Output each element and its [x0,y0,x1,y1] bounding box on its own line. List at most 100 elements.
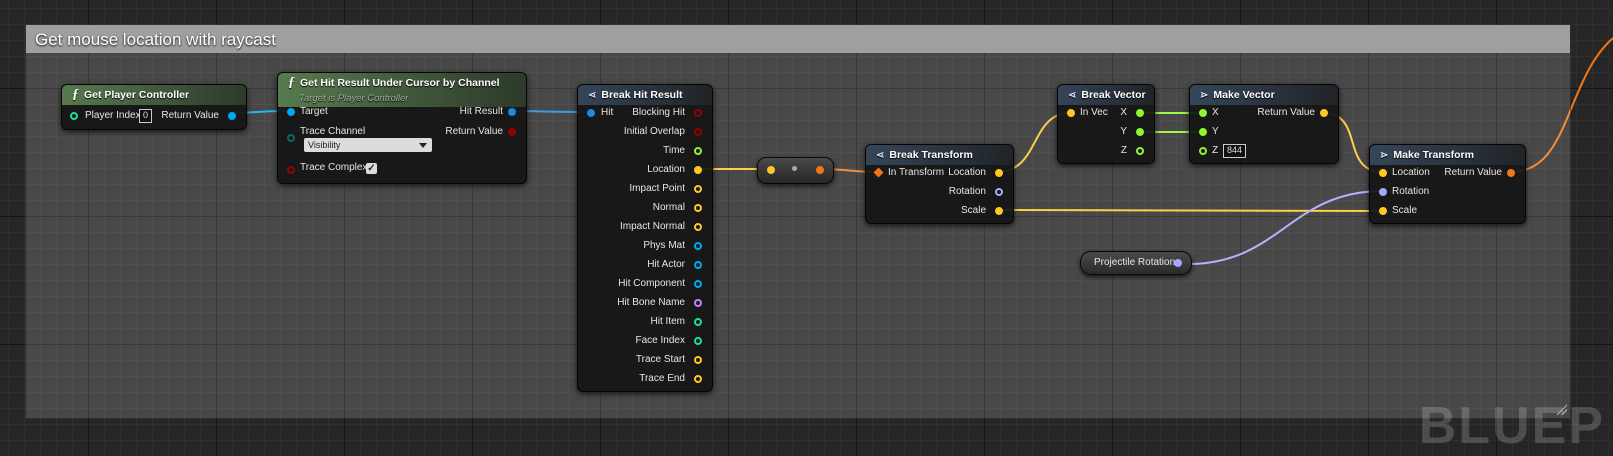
y-input-pin[interactable] [1199,128,1207,136]
initial-overlap-label: Initial Overlap [623,126,685,137]
player-index-input[interactable]: 0 [139,109,153,123]
rotation-input-pin[interactable] [1379,188,1387,196]
trace-start-label: Trace Start [635,354,685,365]
target-pin[interactable] [287,108,295,116]
break-struct-icon: ⋖ [588,90,597,101]
return-value-pin[interactable] [508,128,516,136]
trace-end-pin[interactable] [694,375,702,383]
phys-mat-label: Phys Mat [643,240,685,251]
y-pin[interactable] [1136,128,1144,136]
scale-input-pin[interactable] [1379,207,1387,215]
trace-channel-label: Trace Channel [300,126,366,137]
trace-end-label: Trace End [639,373,685,384]
in-vec-label: In Vec [1080,107,1108,118]
node-break-vector[interactable]: ⋖Break Vector In Vec X Y Z [1057,84,1155,164]
hit-result-label: Hit Result [459,106,503,117]
function-icon: ƒ [72,87,79,102]
x-input-label: X [1212,107,1219,118]
hit-result-pin[interactable] [508,108,516,116]
variable-label: Projectile Rotation [1094,257,1176,268]
hit-item-pin[interactable] [694,318,702,326]
return-value-label: Return Value [445,126,503,137]
rotation-pin[interactable] [995,188,1003,196]
x-label: X [1120,107,1127,118]
trace-start-pin[interactable] [694,356,702,364]
node-title: Break Vector [1081,89,1146,101]
location-pin[interactable] [694,166,702,174]
z-pin[interactable] [1136,147,1144,155]
in-vec-pin[interactable] [1067,109,1075,117]
face-index-label: Face Index [635,335,685,346]
normal-label: Normal [652,202,685,213]
return-value-label: Return Value [1257,107,1315,118]
y-input-label: Y [1212,126,1219,137]
z-input-label: Z [1212,145,1219,156]
face-index-pin[interactable] [694,337,702,345]
impact-normal-pin[interactable] [694,223,702,231]
time-pin[interactable] [694,147,702,155]
location-pin[interactable] [995,169,1003,177]
impact-point-pin[interactable] [694,185,702,193]
return-value-pin[interactable] [1507,169,1515,177]
location-input-pin[interactable] [1379,169,1387,177]
return-value-pin[interactable] [228,112,236,120]
trace-complex-label: Trace Complex [300,162,368,173]
return-value-pin[interactable] [1320,109,1328,117]
reroute-output-pin[interactable] [816,166,824,174]
scale-pin[interactable] [995,207,1003,215]
blocking-hit-label: Blocking Hit [632,107,685,118]
wire-scale [996,209,1384,212]
hit-bone-name-pin[interactable] [694,299,702,307]
node-header: ⋖Break Vector [1058,85,1154,105]
return-value-label: Return Value [1444,167,1502,178]
location-label: Location [948,167,986,178]
x-input-pin[interactable] [1199,109,1207,117]
trace-complex-checkbox[interactable]: ✓ [366,163,377,174]
x-pin[interactable] [1136,109,1144,117]
initial-overlap-pin[interactable] [694,128,702,136]
hit-component-pin[interactable] [694,280,702,288]
trace-channel-value: Visibility [308,140,341,150]
node-title: Get Player Controller [84,89,190,101]
trace-channel-dropdown[interactable]: Visibility [304,138,432,152]
break-struct-icon: ⋖ [876,150,885,161]
node-make-vector[interactable]: ⋗Make Vector X Return Value Y Z 844 [1189,84,1339,164]
comment-title[interactable]: Get mouse location with raycast [26,25,1570,53]
trace-complex-pin[interactable] [287,166,295,174]
hit-actor-label: Hit Actor [647,259,685,270]
projectile-rotation-pin[interactable] [1174,259,1182,267]
comment-box[interactable]: Get mouse location with raycast [25,24,1571,419]
z-value-input[interactable]: 844 [1223,144,1247,158]
hit-bone-name-label: Hit Bone Name [617,297,685,308]
phys-mat-pin[interactable] [694,242,702,250]
node-header: ⋗Make Transform [1370,145,1525,165]
z-label: Z [1120,145,1127,156]
reroute-node[interactable] [757,157,834,184]
rotation-input-label: Rotation [1392,186,1430,197]
target-label: Target [300,106,328,117]
blocking-hit-pin[interactable] [694,109,702,117]
hit-actor-pin[interactable] [694,261,702,269]
resize-grip-icon[interactable] [1555,403,1567,415]
z-input-pin[interactable] [1199,147,1207,155]
node-subtitle: Target is Player Controller [299,93,409,104]
make-struct-icon: ⋗ [1200,90,1209,101]
node-make-transform[interactable]: ⋗Make Transform Location Return Value Ro… [1369,144,1526,224]
variable-projectile-rotation[interactable]: Projectile Rotation [1080,251,1192,275]
make-struct-icon: ⋗ [1380,150,1389,161]
hit-input-pin[interactable] [587,109,595,117]
return-value-label: Return Value [161,110,219,121]
player-index-pin[interactable] [70,112,78,120]
hit-input-label: Hit [601,107,614,118]
impact-normal-label: Impact Normal [619,221,685,232]
normal-pin[interactable] [694,204,702,212]
impact-point-label: Impact Point [629,183,685,194]
trace-channel-pin[interactable] [287,134,295,142]
reroute-input-pin[interactable] [767,166,775,174]
in-transform-pin[interactable] [873,167,884,178]
node-break-transform[interactable]: ⋖Break Transform In Transform Location R… [865,144,1014,224]
